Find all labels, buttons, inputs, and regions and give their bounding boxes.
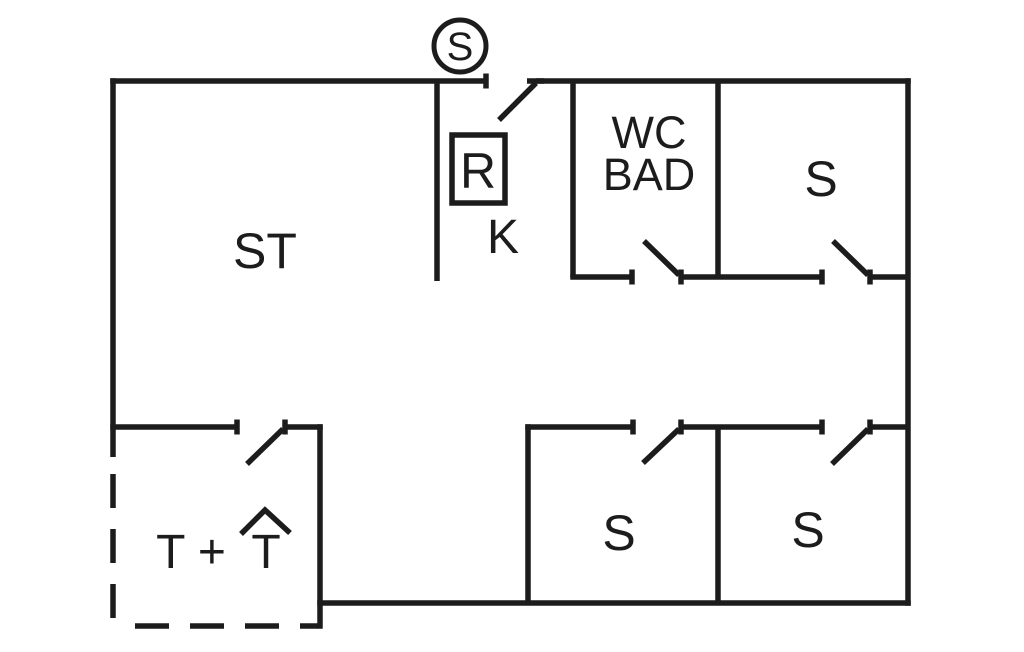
bathroom-label-line1: WC: [612, 107, 687, 158]
door-swing-icon: [497, 81, 538, 122]
terrace-door: [234, 419, 288, 466]
bathroom-label-line2: BAD: [603, 149, 696, 200]
bedroom-bottom-right-label: S: [791, 502, 824, 558]
bathroom-door: [629, 239, 684, 285]
interior-walls: [110, 81, 908, 629]
boiler-cabinet: R: [449, 132, 508, 206]
bedroom-top-right-door: [819, 239, 873, 285]
living-room-label: ST: [233, 223, 297, 279]
terrace-label: T + T: [156, 506, 292, 579]
terrace-label-text: T +: [156, 526, 226, 579]
terrace-open-boundary: [110, 474, 318, 629]
bedroom-top-right-label: S: [804, 151, 837, 207]
entrance-door: [483, 73, 544, 122]
bedroom-bottom-middle-label: S: [602, 505, 635, 561]
covered-terrace-letter: T: [251, 526, 280, 579]
door-swing-icon: [831, 239, 870, 277]
door-swing-icon: [642, 239, 681, 277]
roof-icon: [239, 506, 292, 536]
door-swing-icon: [641, 427, 681, 465]
door-swing-icon: [830, 427, 870, 466]
entrance-marker-letter: S: [447, 25, 474, 69]
entrance-marker: S: [431, 17, 489, 75]
door-swing-icon: [245, 427, 285, 466]
boiler-cabinet-label: R: [460, 143, 496, 199]
bedroom-bottom-middle-door: [630, 419, 684, 465]
entrance-circle-icon: [431, 17, 489, 75]
outer-walls: [110, 78, 911, 606]
boiler-box-icon: [449, 132, 508, 206]
kitchen-label: K: [487, 211, 519, 264]
bathroom-label: WC BAD: [603, 107, 696, 200]
bedroom-bottom-right-door: [819, 419, 873, 466]
